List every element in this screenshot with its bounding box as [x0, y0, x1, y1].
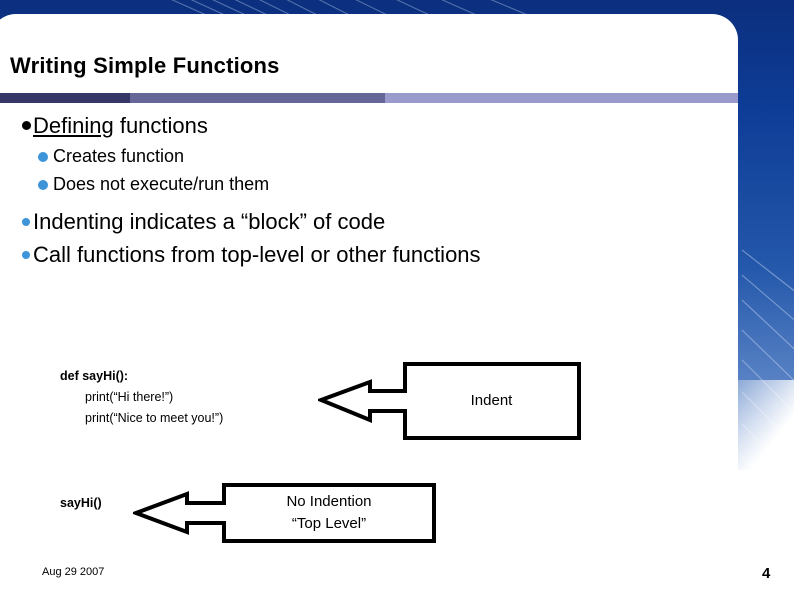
code-call-label: sayHi()	[60, 496, 102, 510]
bullet-dot-icon	[38, 152, 48, 162]
callout-top-level: No Indention “Top Level”	[133, 482, 438, 544]
divider-segment-light	[385, 93, 738, 103]
bullet-text: Indenting indicates a “block” of code	[33, 209, 386, 234]
bullet-text: Call functions from top-level or other f…	[33, 242, 481, 267]
list-item: Call functions from top-level or other f…	[22, 239, 722, 270]
code-line: print(“Nice to meet you!”)	[85, 411, 224, 425]
callout-indent: Indent	[318, 360, 584, 442]
content-panel-taper	[700, 380, 794, 500]
callout-label: Indent	[470, 391, 513, 409]
bullet-text: Defining functions	[33, 110, 208, 141]
code-line: def sayHi():	[60, 369, 129, 383]
divider-segment-dark	[0, 93, 130, 103]
code-sample: def sayHi(): print(“Hi there!”) print(“N…	[60, 366, 223, 429]
divider-segment-medium	[130, 93, 385, 103]
list-item: Does not execute/run them	[38, 171, 722, 198]
list-item: Defining functions	[22, 110, 722, 141]
bullet-text: Does not execute/run them	[53, 174, 270, 194]
callout-label: No Indention “Top Level”	[224, 485, 434, 540]
bullet-text-underlined: Defining	[33, 113, 114, 138]
bullet-dot-icon	[22, 251, 30, 259]
page-title: Writing Simple Functions	[10, 53, 280, 78]
footer-page-number: 4	[762, 565, 771, 582]
code-line: print(“Hi there!”)	[85, 390, 174, 404]
bullet-text-rest: functions	[113, 113, 208, 138]
footer-date: Aug 29 2007	[42, 566, 105, 578]
title-divider-bar	[0, 93, 738, 103]
left-arrow-callout-icon	[133, 483, 436, 543]
list-item: Indenting indicates a “block” of code	[22, 206, 722, 237]
bullet-dot-icon	[22, 121, 31, 130]
callout-label-line1: No Indention	[286, 492, 372, 510]
bullet-list: Defining functions Creates function Does…	[22, 110, 722, 272]
left-arrow-callout-icon	[318, 362, 581, 440]
bullet-dot-icon	[22, 218, 30, 226]
list-item: Creates function	[38, 143, 722, 170]
callout-label-line2: “Top Level”	[291, 514, 367, 532]
bullet-text: Creates function	[53, 146, 185, 166]
bullet-dot-icon	[38, 180, 48, 190]
